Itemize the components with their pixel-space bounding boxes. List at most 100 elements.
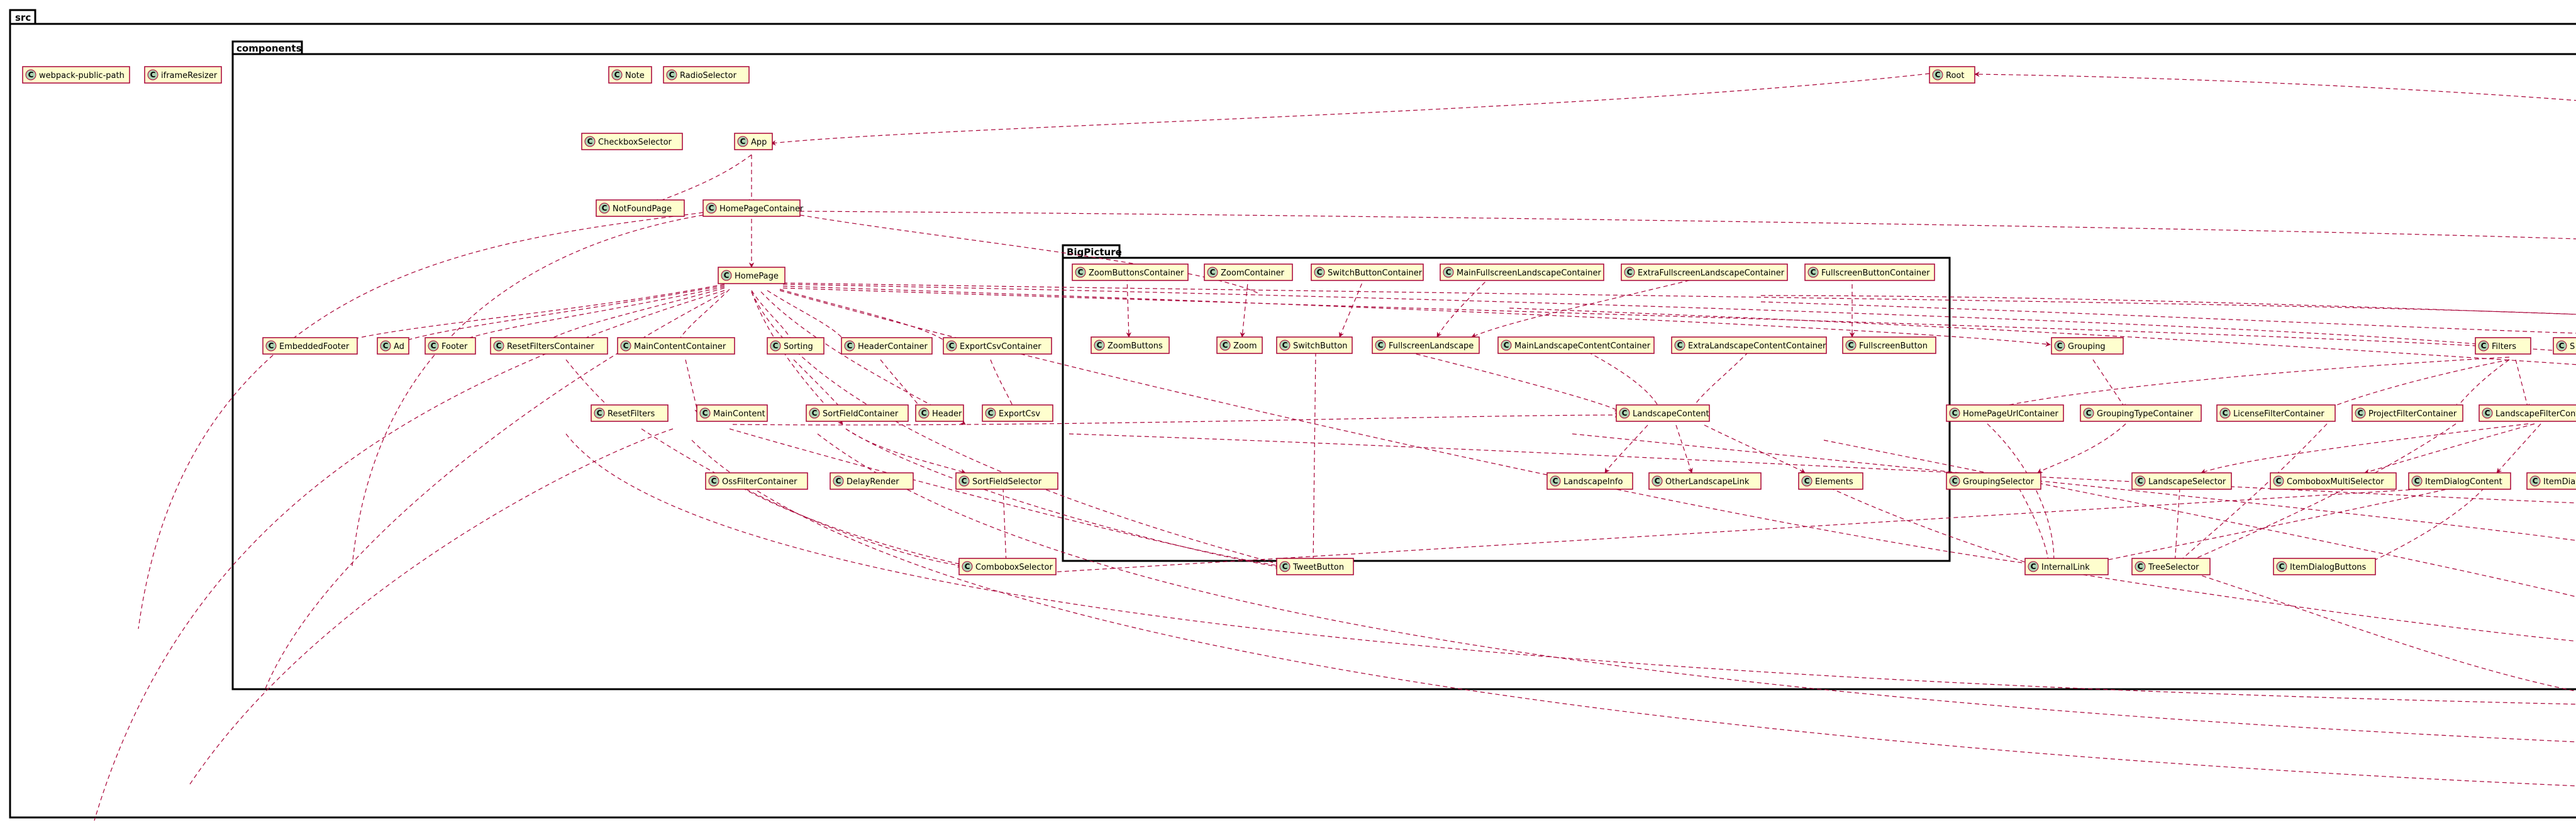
class-marker-icon: [708, 475, 719, 487]
edge-elements-internallink: [1829, 487, 2037, 567]
class-marker-letter: C: [836, 477, 841, 485]
class-marker-icon: [946, 340, 957, 352]
class-name: MainLandscapeContentContainer: [1514, 341, 1651, 351]
edge-sfs-combobox: [1002, 487, 1009, 565]
class-marker-icon: [1652, 475, 1663, 487]
edge-bottom-sweep-2: [817, 433, 2576, 743]
edge-hpc-right: [799, 211, 2576, 240]
edge-lc-otherlandscapelink: [1675, 424, 1693, 473]
class-name: HomePage: [735, 272, 779, 281]
class-zoom: C Zoom: [1216, 336, 1263, 354]
class-marker-letter: C: [28, 70, 34, 79]
package-src: src: [9, 9, 2576, 819]
class-delay-render: C DelayRender: [830, 472, 914, 490]
class-name: webpack-public-path: [39, 71, 125, 80]
class-box: [22, 66, 130, 84]
class-box: [696, 404, 768, 422]
edge-mcc-maincontent: [685, 359, 700, 414]
class-marker-icon: [584, 136, 596, 147]
class-box: [2351, 404, 2463, 422]
edge-grouping-gtc: [2092, 359, 2126, 409]
class-marker-icon: [599, 202, 610, 214]
edge-hpc-left-a: [138, 212, 704, 629]
edge-filters-homeurl: [1990, 357, 2510, 411]
class-marker-icon: [1550, 475, 1561, 487]
class-marker-letter: C: [1097, 341, 1102, 350]
edge-resetfilters-combobox: [641, 428, 963, 568]
class-box: [1311, 263, 1424, 281]
class-marker-letter: C: [812, 409, 818, 418]
class-marker-letter: C: [740, 137, 746, 146]
class-marker-icon: [2529, 475, 2541, 487]
class-box: [262, 337, 358, 355]
edge-maincontent-left: [188, 428, 674, 787]
class-box: [1946, 472, 2041, 490]
class-marker-letter: C: [2358, 409, 2363, 418]
class-marker-letter: C: [383, 341, 389, 350]
class-name: S: [2570, 342, 2575, 352]
class-box: [1072, 263, 1189, 281]
class-marker-letter: C: [711, 477, 717, 485]
class-box: [2216, 404, 2336, 422]
class-marker-letter: C: [1627, 268, 1633, 277]
class-marker-icon: [2276, 561, 2287, 572]
edge-treeselector-right: [2194, 573, 2576, 692]
class-name: Zoom: [1233, 341, 1257, 351]
class-marker-letter: C: [2138, 562, 2143, 571]
class-name: DelayRender: [847, 477, 899, 487]
edge-zc-zoom: [1240, 276, 1249, 338]
class-marker-letter: C: [150, 70, 156, 79]
edge-switch-tweet: [1310, 352, 1316, 565]
edge-idc-itemdialogbuttons: [2364, 487, 2485, 565]
class-marker-letter: C: [2276, 477, 2282, 485]
class-box: [1842, 336, 1936, 354]
class-box: [2024, 558, 2109, 575]
class-marker-icon: [620, 340, 631, 352]
edge-hp-right-2: [782, 287, 2576, 353]
class-box: [2408, 472, 2511, 490]
edge-hp-headercontainer: [767, 290, 848, 345]
class-name: OssFilterContainer: [722, 477, 797, 487]
class-name: LandscapeSelector: [2148, 477, 2226, 487]
class-marker-icon: [1443, 267, 1454, 278]
edge-root-app: [770, 73, 1930, 146]
edge-gtc-groupingselector: [2037, 423, 2126, 473]
class-marker-letter: C: [2559, 341, 2565, 350]
package-src-label: src: [15, 12, 31, 23]
class-marker-letter: C: [496, 341, 502, 350]
edge-right-fan-6: [1823, 440, 2576, 597]
edge-root-offscreen: [1974, 71, 2576, 101]
class-name: LandscapeFilterContainer: [2496, 409, 2576, 419]
class-marker-letter: C: [1553, 477, 1558, 485]
class-name: SortFieldSelector: [972, 477, 1042, 487]
class-marker-letter: C: [597, 409, 602, 418]
class-name: TweetButton: [1292, 563, 1344, 572]
edge-right-fan-4: [1069, 433, 2576, 504]
class-marker-letter: C: [1223, 341, 1228, 350]
class-marker-icon: [1314, 267, 1325, 278]
class-name: LicenseFilterContainer: [2233, 409, 2324, 419]
edge-elcc-landscapecontent: [1691, 352, 1749, 411]
class-box: [2479, 404, 2576, 422]
class-marker-icon: [666, 69, 677, 80]
class-name: ZoomButtonsContainer: [1089, 269, 1184, 278]
edge-hp-resetfilterscontainer: [540, 287, 725, 345]
class-marker-icon: [380, 340, 391, 352]
class-marker-letter: C: [2414, 477, 2420, 485]
class-marker-icon: [1807, 267, 1819, 278]
